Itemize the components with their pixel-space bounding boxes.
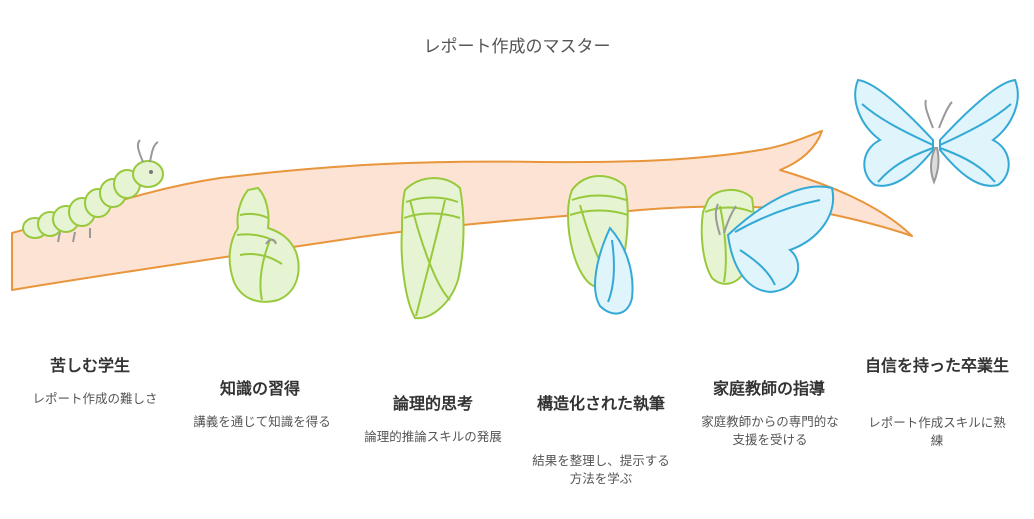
chrysalis-icon — [400, 177, 465, 320]
emerging-butterfly-icon — [700, 185, 835, 294]
stage-4-desc: 結果を整理し、提示する方法を学ぶ — [532, 453, 670, 486]
early-chrysalis-icon — [228, 186, 300, 303]
stage-2-title: 知識の習得 — [219, 379, 300, 398]
diagram-title: レポート作成のマスター — [423, 37, 611, 57]
stage-3-title: 論理的思考 — [392, 394, 473, 413]
caterpillar-icon — [22, 139, 164, 243]
stage-6-desc: レポート作成スキルに熟練 — [868, 415, 1006, 448]
stage-5-title: 家庭教師の指導 — [712, 379, 825, 398]
butterfly-icon — [854, 78, 1019, 187]
stage-1-title: 苦しむ学生 — [49, 356, 130, 375]
stage-1-desc: レポート作成の難しさ — [32, 391, 158, 406]
stage-5-desc: 家庭教師からの専門的な支援を受ける — [701, 414, 839, 447]
stage-4-title: 構造化された執筆 — [536, 394, 665, 413]
stage-6-title: 自信を持った卒業生 — [864, 356, 1009, 375]
chrysalis-with-wing-icon — [566, 174, 634, 315]
stage-3-desc: 論理的推論スキルの発展 — [364, 429, 502, 444]
stage-2-desc: 講義を通じて知識を得る — [193, 414, 331, 429]
